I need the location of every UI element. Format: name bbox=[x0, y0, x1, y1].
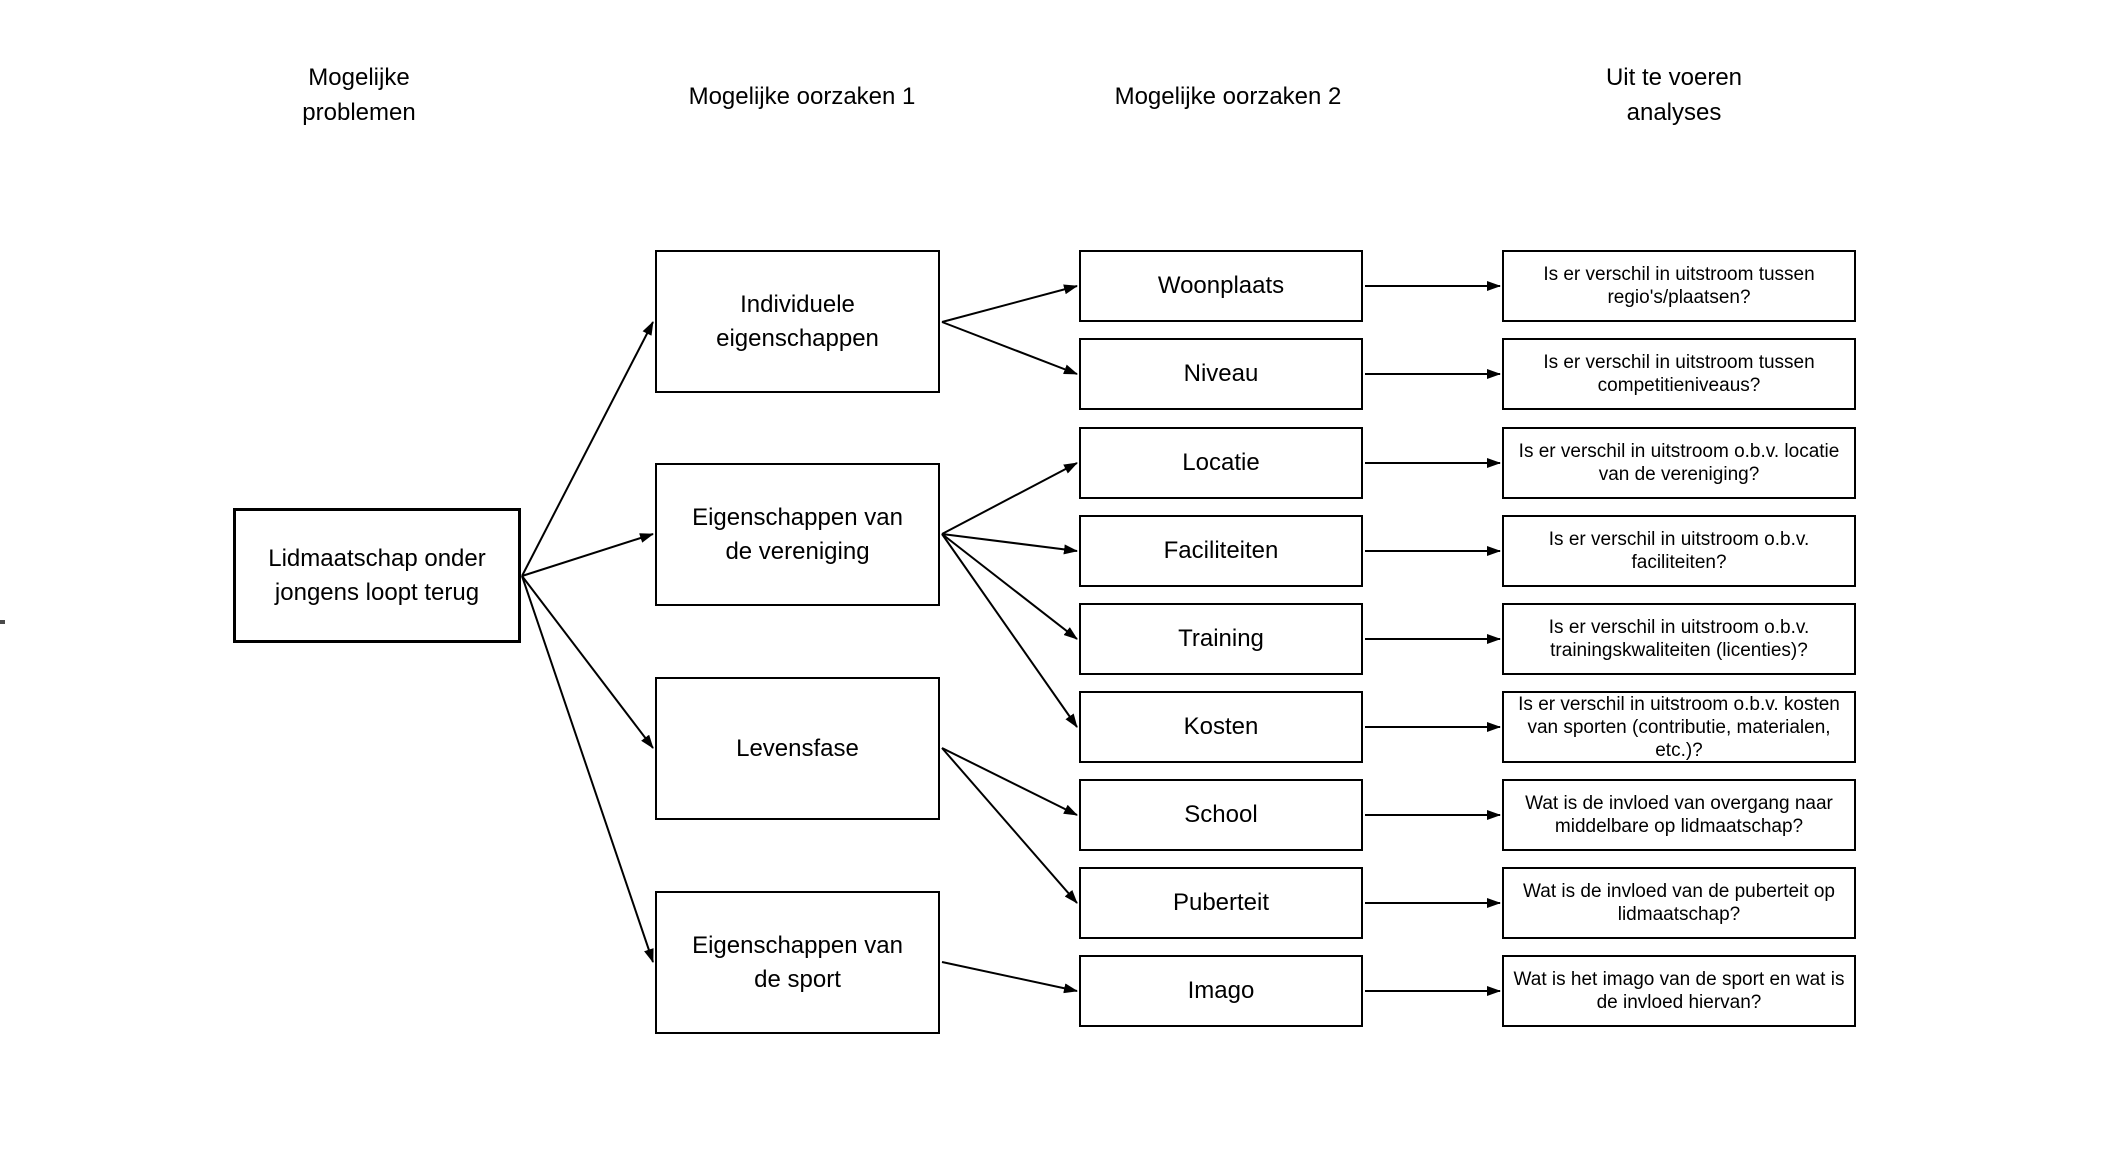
node-analysis-training: Is er verschil in uitstroom o.b.v. train… bbox=[1502, 603, 1856, 675]
node-kosten: Kosten bbox=[1079, 691, 1363, 763]
node-label: Wat is het imago van de sport en wat is … bbox=[1513, 969, 1845, 1013]
column-header-analyses: Uit te voeren analyses bbox=[1605, 64, 1743, 126]
node-imago: Imago bbox=[1079, 955, 1363, 1027]
node-label: Is er verschil in uitstroom o.b.v. locat… bbox=[1518, 441, 1840, 485]
node-label: Is er verschil in uitstroom tussen regio… bbox=[1543, 264, 1815, 308]
node-label: Training bbox=[1178, 625, 1264, 652]
node-label: Eigenschappen van de vereniging bbox=[692, 503, 903, 565]
node-label: Is er verschil in uitstroom o.b.v. train… bbox=[1548, 617, 1810, 661]
node-locatie: Locatie bbox=[1079, 427, 1363, 499]
arrow-problem-to-levensfase bbox=[521, 575, 654, 749]
node-analysis-regios: Is er verschil in uitstroom tussen regio… bbox=[1502, 250, 1856, 322]
node-label: Is er verschil in uitstroom tussen compe… bbox=[1543, 352, 1815, 396]
arrow-problem-to-individuele bbox=[521, 321, 654, 577]
arrow-vereniging-to-faciliteiten bbox=[941, 533, 1078, 555]
node-eigenschappen-vereniging: Eigenschappen van de vereniging bbox=[655, 463, 940, 606]
node-problem: Lidmaatschap onder jongens loopt terug bbox=[233, 508, 521, 643]
node-training: Training bbox=[1079, 603, 1363, 675]
node-analysis-faciliteiten: Is er verschil in uitstroom o.b.v. facil… bbox=[1502, 515, 1856, 587]
node-label: Individuele eigenschappen bbox=[716, 290, 879, 352]
node-levensfase: Levensfase bbox=[655, 677, 940, 820]
arrow-levensfase-to-school bbox=[941, 747, 1078, 816]
node-school: School bbox=[1079, 779, 1363, 851]
node-analysis-school: Wat is de invloed van overgang naar midd… bbox=[1502, 779, 1856, 851]
node-label: Is er verschil in uitstroom o.b.v. koste… bbox=[1518, 693, 1840, 761]
arrow-vereniging-to-locatie bbox=[941, 462, 1078, 535]
node-label: Puberteit bbox=[1172, 889, 1270, 916]
node-woonplaats: Woonplaats bbox=[1079, 250, 1363, 322]
node-label: Imago bbox=[1187, 977, 1255, 1004]
column-header-problems: Mogelijke problemen bbox=[302, 64, 416, 126]
arrow-levensfase-to-puberteit bbox=[941, 747, 1078, 904]
node-label: Is er verschil in uitstroom o.b.v. facil… bbox=[1548, 529, 1810, 573]
node-eigenschappen-sport: Eigenschappen van de sport bbox=[655, 891, 940, 1034]
node-analysis-imago: Wat is het imago van de sport en wat is … bbox=[1502, 955, 1856, 1027]
node-label: Faciliteiten bbox=[1163, 537, 1279, 564]
arrow-individuele-to-woonplaats bbox=[941, 284, 1078, 323]
arrow-problem-to-sport bbox=[521, 575, 654, 963]
node-niveau: Niveau bbox=[1079, 338, 1363, 410]
arrow-vereniging-to-kosten bbox=[941, 533, 1078, 728]
column-header-causes2: Mogelijke oorzaken 2 bbox=[1114, 83, 1342, 110]
node-label: Eigenschappen van de sport bbox=[692, 931, 903, 993]
column-header-causes1: Mogelijke oorzaken 1 bbox=[688, 83, 916, 110]
node-analysis-kosten: Is er verschil in uitstroom o.b.v. koste… bbox=[1502, 691, 1856, 763]
node-analysis-locatie: Is er verschil in uitstroom o.b.v. locat… bbox=[1502, 427, 1856, 499]
node-problem-label: Lidmaatschap onder jongens loopt terug bbox=[268, 544, 486, 606]
arrow-vereniging-to-training bbox=[941, 533, 1078, 640]
arrow-individuele-to-niveau bbox=[941, 321, 1078, 375]
node-label: Kosten bbox=[1183, 713, 1259, 740]
node-label: Niveau bbox=[1183, 360, 1259, 387]
node-label: Wat is de invloed van de puberteit op li… bbox=[1523, 881, 1835, 925]
stray-mark bbox=[0, 620, 5, 624]
node-puberteit: Puberteit bbox=[1079, 867, 1363, 939]
arrow-sport-to-imago bbox=[941, 961, 1078, 994]
arrow-problem-to-vereniging bbox=[521, 533, 654, 577]
node-analysis-competitieniveaus: Is er verschil in uitstroom tussen compe… bbox=[1502, 338, 1856, 410]
node-label: Locatie bbox=[1182, 449, 1260, 476]
node-label: Levensfase bbox=[736, 734, 859, 762]
node-label: Wat is de invloed van overgang naar midd… bbox=[1525, 793, 1833, 837]
node-individuele-eigenschappen: Individuele eigenschappen bbox=[655, 250, 940, 393]
node-label: Woonplaats bbox=[1157, 272, 1285, 299]
node-label: School bbox=[1184, 801, 1258, 828]
node-faciliteiten: Faciliteiten bbox=[1079, 515, 1363, 587]
node-analysis-puberteit: Wat is de invloed van de puberteit op li… bbox=[1502, 867, 1856, 939]
